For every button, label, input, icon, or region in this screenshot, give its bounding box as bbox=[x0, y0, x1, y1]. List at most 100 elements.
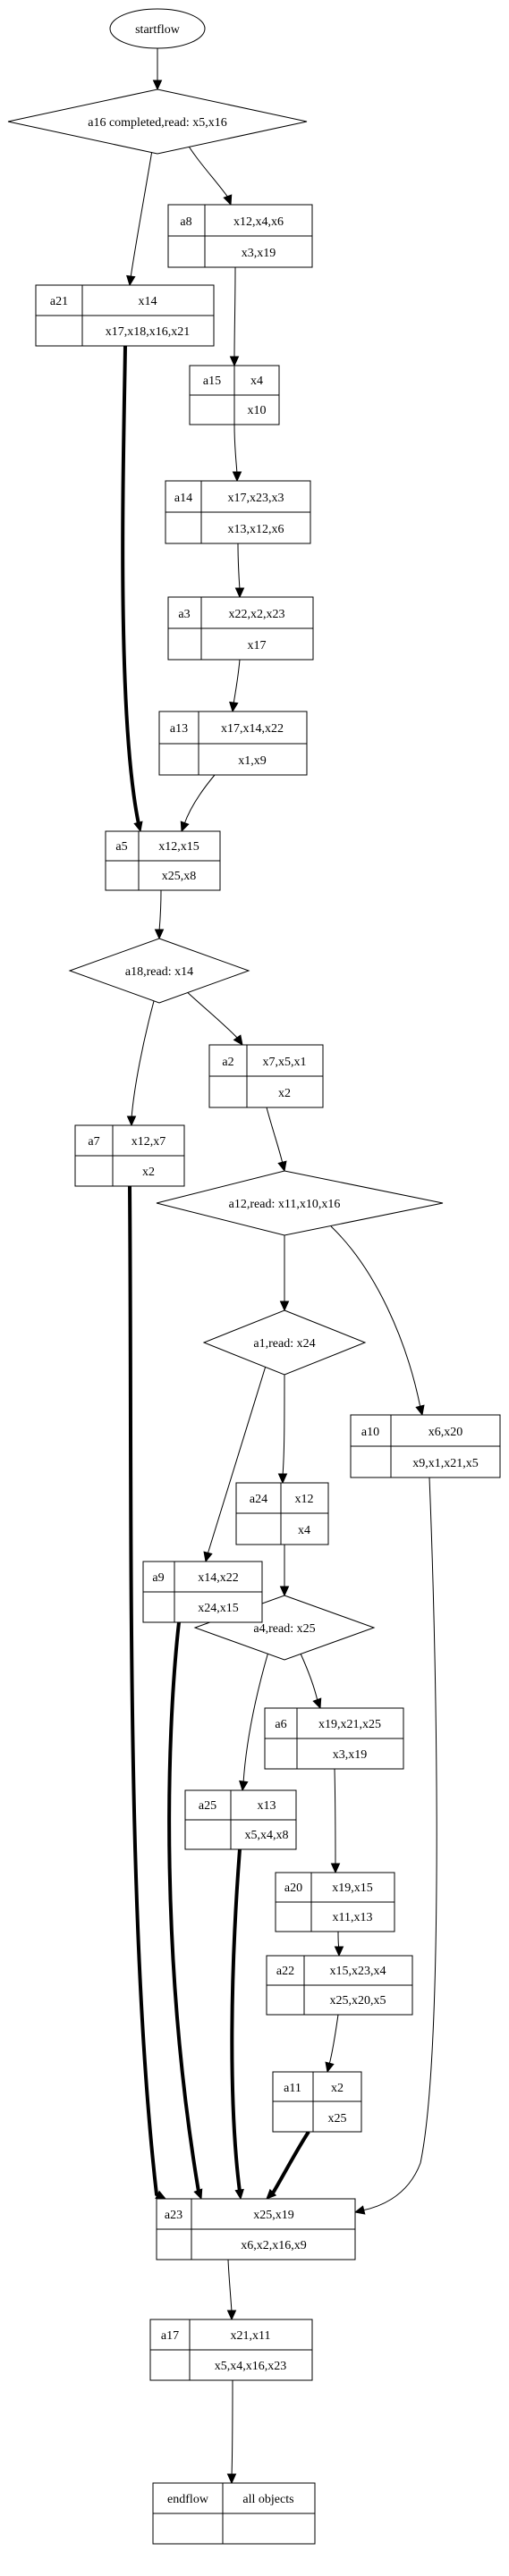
edge-a4-to-a25 bbox=[242, 1651, 269, 1784]
arrowhead-a12-to-a10 bbox=[415, 1404, 425, 1417]
decision-a12[interactable]: a12,read: x11,x10,x16 bbox=[156, 1170, 444, 1236]
node-a20-id: a20 bbox=[284, 1881, 302, 1895]
node-a25[interactable]: a25 x13 x5,x4,x8 bbox=[184, 1789, 297, 1850]
edge-a21-to-a5 bbox=[121, 345, 140, 825]
arrowhead-a5-to-a18 bbox=[154, 929, 165, 940]
decision-a18[interactable]: a18,read: x14 bbox=[68, 938, 250, 1004]
node-a8[interactable]: a8 x12,x4,x6 x3,x19 bbox=[167, 204, 313, 268]
node-a22[interactable]: a22 x15,x23,x4 x25,x20,x5 bbox=[266, 1955, 413, 2016]
arrowhead-a3-to-a13 bbox=[229, 701, 239, 713]
node-a3-bottom: x17 bbox=[248, 639, 267, 652]
decision-a1[interactable]: a1,read: x24 bbox=[202, 1309, 367, 1376]
node-a14-bottom: x13,x12,x6 bbox=[228, 523, 284, 536]
node-a5-top: x12,x15 bbox=[158, 840, 199, 854]
arrowhead-a17-to-end bbox=[226, 2473, 237, 2485]
edge-a15-to-a14 bbox=[233, 424, 238, 475]
node-a22-bottom: x25,x20,x5 bbox=[330, 1994, 386, 2008]
edge-a13-to-a5 bbox=[183, 774, 216, 825]
node-a25-bottom: x5,x4,x8 bbox=[245, 1829, 289, 1842]
start-node[interactable]: startflow bbox=[109, 8, 206, 49]
edge-a17-to-end bbox=[231, 2379, 233, 2477]
node-a8-id: a8 bbox=[180, 215, 191, 229]
edge-a23-to-a17 bbox=[227, 2259, 233, 2313]
start-label: startflow bbox=[135, 23, 181, 37]
node-a3[interactable]: a3 x22,x2,x23 x17 bbox=[167, 596, 314, 661]
node-a20-bottom: x11,x13 bbox=[333, 1911, 373, 1924]
node-a11-top: x2 bbox=[331, 2082, 344, 2095]
arrowhead-a21-to-a5 bbox=[133, 821, 143, 833]
node-a11-bottom: x25 bbox=[328, 2112, 347, 2126]
arrowhead-a8-to-a15 bbox=[229, 356, 240, 367]
node-a13-id: a13 bbox=[170, 722, 188, 736]
arrowhead-a15-to-a14 bbox=[232, 471, 242, 483]
node-a15-id: a15 bbox=[203, 375, 221, 388]
node-a5-bottom: x25,x8 bbox=[162, 870, 197, 883]
edges bbox=[121, 48, 437, 2485]
arrowhead-a1-to-a24 bbox=[277, 1473, 288, 1485]
edge-a7-to-a23 bbox=[128, 1185, 158, 2197]
node-a8-bottom: x3,x19 bbox=[242, 247, 276, 260]
node-a2[interactable]: a2 x7,x5,x1 x2 bbox=[208, 1044, 324, 1108]
decision-a18-label: a18,read: x14 bbox=[125, 965, 193, 979]
node-a21[interactable]: a21 x14 x17,x18,x16,x21 bbox=[35, 284, 215, 347]
arrowhead-start-to-a16 bbox=[152, 80, 163, 91]
arrowhead-a6-to-a20 bbox=[330, 1863, 341, 1874]
node-a5[interactable]: a5 x12,x15 x25,x8 bbox=[105, 830, 221, 891]
node-a2-id: a2 bbox=[222, 1056, 233, 1069]
node-a15[interactable]: a15 x4 x10 bbox=[189, 365, 280, 425]
node-a8-top: x12,x4,x6 bbox=[233, 215, 284, 229]
node-a23-bottom: x6,x2,x16,x9 bbox=[241, 2239, 307, 2252]
decision-a16[interactable]: a16 completed,read: x5,x16 bbox=[7, 88, 308, 155]
edge-a20-to-a22 bbox=[337, 1931, 340, 1949]
node-a21-bottom: x17,x18,x16,x21 bbox=[106, 325, 191, 339]
edge-a12-to-a10 bbox=[330, 1225, 421, 1409]
node-a10-top: x6,x20 bbox=[428, 1426, 463, 1439]
node-a7-top: x12,x7 bbox=[131, 1135, 166, 1149]
edge-a22-to-a11 bbox=[328, 2014, 339, 2066]
node-a11[interactable]: a11 x2 x25 bbox=[272, 2071, 362, 2133]
node-a6-bottom: x3,x19 bbox=[333, 1748, 368, 1762]
node-a21-id: a21 bbox=[50, 295, 68, 308]
node-a24-top: x12 bbox=[295, 1493, 314, 1506]
node-a14-top: x17,x23,x3 bbox=[228, 492, 284, 505]
node-a2-top: x7,x5,x1 bbox=[263, 1056, 307, 1069]
edge-a9-to-a23 bbox=[167, 1621, 200, 2193]
edge-a18-to-a7 bbox=[131, 1000, 155, 1119]
node-a20[interactable]: a20 x19,x15 x11,x13 bbox=[275, 1872, 395, 1932]
edge-a4-to-a6 bbox=[300, 1653, 318, 1702]
arrowhead-a11-to-a23 bbox=[266, 2188, 277, 2200]
node-a7-id: a7 bbox=[88, 1135, 99, 1149]
node-a9-bottom: x24,x15 bbox=[198, 1602, 239, 1615]
arrowhead-a4-to-a6 bbox=[312, 1697, 322, 1710]
arrowhead-a1-to-a9 bbox=[203, 1551, 213, 1563]
node-a14[interactable]: a14 x17,x23,x3 x13,x12,x6 bbox=[165, 480, 311, 544]
node-a7-bottom: x2 bbox=[142, 1166, 155, 1179]
end-node[interactable]: endflow all objects bbox=[152, 2482, 316, 2545]
arrowhead-a16-to-a8 bbox=[223, 194, 233, 206]
node-a6[interactable]: a6 x19,x21,x25 x3,x19 bbox=[264, 1707, 404, 1770]
node-a5-id: a5 bbox=[115, 840, 127, 854]
node-a21-top: x14 bbox=[139, 295, 157, 308]
arrowhead-a22-to-a11 bbox=[325, 2061, 335, 2074]
node-a20-top: x19,x15 bbox=[332, 1881, 373, 1895]
end-node-label: all objects bbox=[242, 2493, 293, 2506]
node-a25-id: a25 bbox=[199, 1799, 216, 1813]
edge-a1-to-a24 bbox=[282, 1374, 285, 1477]
node-a23[interactable]: a23 x25,x19 x6,x2,x16,x9 bbox=[156, 2198, 356, 2260]
arrowhead-a23-to-a17 bbox=[226, 2310, 237, 2321]
node-a24[interactable]: a24 x12 x4 bbox=[235, 1482, 329, 1545]
node-a17[interactable]: a17 x21,x11 x5,x4,x16,x23 bbox=[149, 2319, 313, 2381]
arrowhead-a18-to-a7 bbox=[126, 1115, 137, 1127]
edge-a16-to-a21 bbox=[130, 139, 155, 279]
edge-a1-to-a9 bbox=[207, 1362, 267, 1555]
node-a10-bottom: x9,x1,x21,x5 bbox=[412, 1457, 479, 1470]
end-node-id: endflow bbox=[167, 2493, 209, 2506]
node-a15-bottom: x10 bbox=[248, 404, 267, 417]
arrowhead-a9-to-a23 bbox=[193, 2188, 203, 2201]
node-a13[interactable]: a13 x17,x14,x22 x1,x9 bbox=[158, 711, 308, 776]
edge-a5-to-a18 bbox=[158, 889, 162, 932]
arrowhead-a4-to-a25 bbox=[239, 1780, 249, 1792]
node-a9[interactable]: a9 x14,x22 x24,x15 bbox=[142, 1561, 263, 1623]
node-a10[interactable]: a10 x6,x20 x9,x1,x21,x5 bbox=[350, 1414, 501, 1478]
node-a7[interactable]: a7 x12,x7 x2 bbox=[74, 1124, 185, 1187]
